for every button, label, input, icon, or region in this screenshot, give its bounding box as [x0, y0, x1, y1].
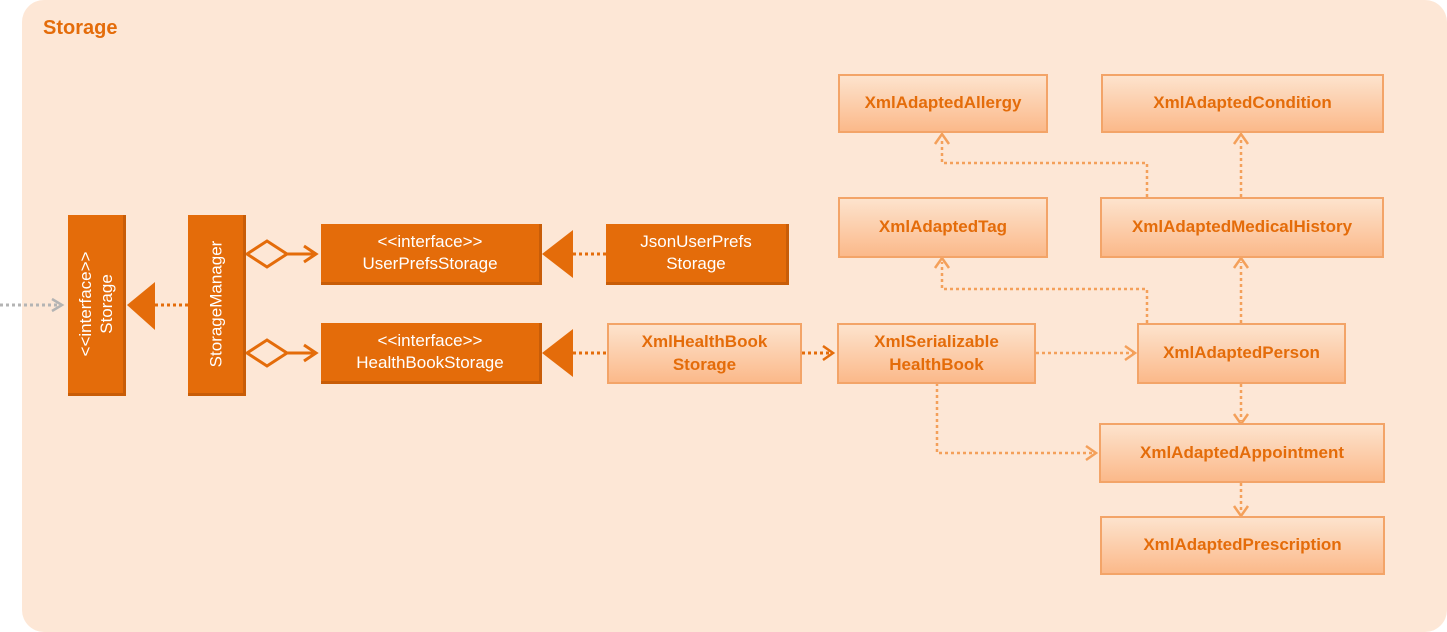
jsonuserprefsstorage-line2: Storage	[666, 254, 726, 273]
aggregation-healthbook-arrow	[244, 338, 319, 368]
userprefsstorage-stereotype: <<interface>>	[377, 231, 483, 251]
serializable-to-appointment-arrow	[935, 383, 1099, 462]
healthbookstorage-stereotype: <<interface>>	[377, 330, 483, 350]
person-to-tag-arrow	[933, 255, 1149, 323]
xmladaptedallergy-box: XmlAdaptedAllergy	[838, 74, 1048, 133]
xmladaptedallergy-name: XmlAdaptedAllergy	[864, 93, 1022, 113]
userprefsstorage-box: <<interface>> UserPrefsStorage	[321, 224, 542, 285]
xmladaptedmedicalhistory-box: XmlAdaptedMedicalHistory	[1100, 197, 1384, 258]
medicalhistory-to-allergy-arrow	[933, 131, 1149, 197]
storagemanager-name: StorageManager	[205, 240, 225, 368]
xmlhealthbookstorage-box: XmlHealthBook Storage	[607, 323, 802, 384]
xmlhealthbook-realizes-arrow	[542, 329, 606, 377]
xmladaptedperson-name: XmlAdaptedPerson	[1163, 343, 1320, 363]
healthbookstorage-box: <<interface>> HealthBookStorage	[321, 323, 542, 384]
xmladaptedtag-name: XmlAdaptedTag	[878, 217, 1008, 237]
medicalhistory-to-condition-arrow	[1232, 131, 1250, 197]
storagemanager-realizes-storage-arrow	[127, 282, 188, 330]
incoming-dependency-arrow	[0, 297, 65, 313]
xmladaptedperson-box: XmlAdaptedPerson	[1137, 323, 1346, 384]
storage-stereotype: <<interface>>	[75, 251, 95, 357]
storagemanager-box: StorageManager	[188, 215, 246, 396]
appointment-to-prescription-arrow	[1232, 483, 1250, 519]
xmlserializablehealthbook-line2: HealthBook	[889, 354, 984, 374]
storage-interface-box: <<interface>> Storage	[68, 215, 126, 396]
xmladaptedprescription-name: XmlAdaptedPrescription	[1143, 535, 1342, 555]
serializable-to-person-arrow	[1036, 344, 1138, 362]
xmlserializablehealthbook-line1: XmlSerializable	[874, 332, 999, 352]
jsonuserprefsstorage-line1: JsonUserPrefs	[640, 231, 752, 251]
storage-name: Storage	[96, 274, 116, 334]
xmlhealthbookstorage-line1: XmlHealthBook	[641, 332, 768, 352]
xmlhealthbookstorage-line2: Storage	[672, 354, 737, 374]
xmladaptedcondition-name: XmlAdaptedCondition	[1153, 93, 1332, 113]
xmlserializablehealthbook-box: XmlSerializable HealthBook	[837, 323, 1036, 384]
package-title: Storage	[43, 17, 118, 39]
healthbookstorage-name: HealthBookStorage	[356, 353, 504, 372]
xmladaptedmedicalhistory-name: XmlAdaptedMedicalHistory	[1131, 217, 1353, 237]
xmladaptedtag-box: XmlAdaptedTag	[838, 197, 1048, 258]
jsonuserprefs-realizes-arrow	[542, 230, 606, 278]
xmladaptedappointment-name: XmlAdaptedAppointment	[1140, 442, 1344, 462]
xmladaptedappointment-box: XmlAdaptedAppointment	[1099, 423, 1385, 483]
person-to-appointment-arrow	[1232, 384, 1250, 427]
person-to-medicalhistory-arrow	[1232, 255, 1250, 323]
userprefsstorage-name: UserPrefsStorage	[362, 254, 498, 273]
xmladaptedcondition-box: XmlAdaptedCondition	[1101, 74, 1384, 133]
aggregation-userprefs-arrow	[244, 239, 319, 269]
xmladaptedprescription-box: XmlAdaptedPrescription	[1100, 516, 1385, 575]
healthbookstorage-to-serializable-arrow	[802, 344, 836, 362]
jsonuserprefsstorage-box: JsonUserPrefs Storage	[606, 224, 789, 285]
